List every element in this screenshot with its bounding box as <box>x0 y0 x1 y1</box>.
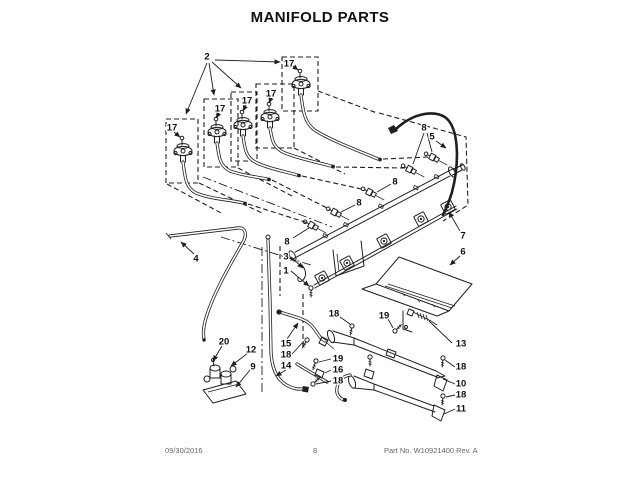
callout-14: 14 <box>281 361 292 372</box>
valve-dashed-boxes <box>165 56 319 184</box>
burner-tube-rear <box>326 323 448 392</box>
callout-3: 3 <box>283 252 288 263</box>
footer-date: 09/30/2016 <box>165 446 203 455</box>
callout-18: 18 <box>456 390 467 401</box>
callout-4: 4 <box>193 254 199 265</box>
callout-8: 8 <box>356 198 361 209</box>
callout-11: 11 <box>456 404 467 415</box>
callout-17: 17 <box>215 104 226 115</box>
valve-outlet-tubes <box>181 93 382 206</box>
burner-tube-front <box>335 354 446 422</box>
callout-2: 2 <box>204 52 209 63</box>
callout-16: 16 <box>333 365 344 376</box>
callout-leaders <box>291 132 456 415</box>
elbow-fitting <box>276 309 335 350</box>
callout-17: 17 <box>167 123 178 134</box>
manifold-dashed-box <box>378 112 469 222</box>
callout-18: 18 <box>456 362 467 373</box>
callout-18: 18 <box>333 376 344 387</box>
phantom-outline-lines <box>202 176 333 392</box>
orifice-holder <box>391 308 438 335</box>
callout-15: 15 <box>281 339 292 350</box>
callout-19: 19 <box>379 311 390 322</box>
pressure-regulator <box>202 358 247 404</box>
callout-12: 12 <box>246 345 257 356</box>
callout-20: 20 <box>219 337 230 348</box>
callout-arrows <box>173 59 461 388</box>
manifold-panel <box>361 256 473 317</box>
callout-18: 18 <box>281 350 292 361</box>
callout-13: 13 <box>456 339 467 350</box>
tube-to-spud-dashed-leaders <box>247 156 430 224</box>
callout-17: 17 <box>242 96 253 107</box>
hose <box>388 112 459 217</box>
callout-6: 6 <box>460 247 465 258</box>
footer-page-number: 8 <box>313 446 318 455</box>
callout-19: 19 <box>333 354 344 365</box>
callout-5: 5 <box>429 132 435 143</box>
callout-8: 8 <box>392 177 397 188</box>
callout-8: 8 <box>421 123 426 134</box>
footer-part-number: Part No. W10921400 Rev. A <box>384 446 478 455</box>
callout-7: 7 <box>460 231 465 242</box>
projection-dashed-lines <box>166 90 378 347</box>
callout-17: 17 <box>266 89 277 100</box>
manifold-pipe <box>288 163 466 298</box>
callout-1: 1 <box>283 266 289 277</box>
igniter-rod-bracket <box>295 336 329 388</box>
callout-8: 8 <box>284 237 289 248</box>
page-title: MANIFOLD PARTS <box>250 9 390 26</box>
callout-18: 18 <box>329 309 340 320</box>
callout-9: 9 <box>250 362 255 373</box>
callout-10: 10 <box>456 379 467 390</box>
callout-17: 17 <box>284 59 295 70</box>
gas-tube <box>165 226 247 342</box>
